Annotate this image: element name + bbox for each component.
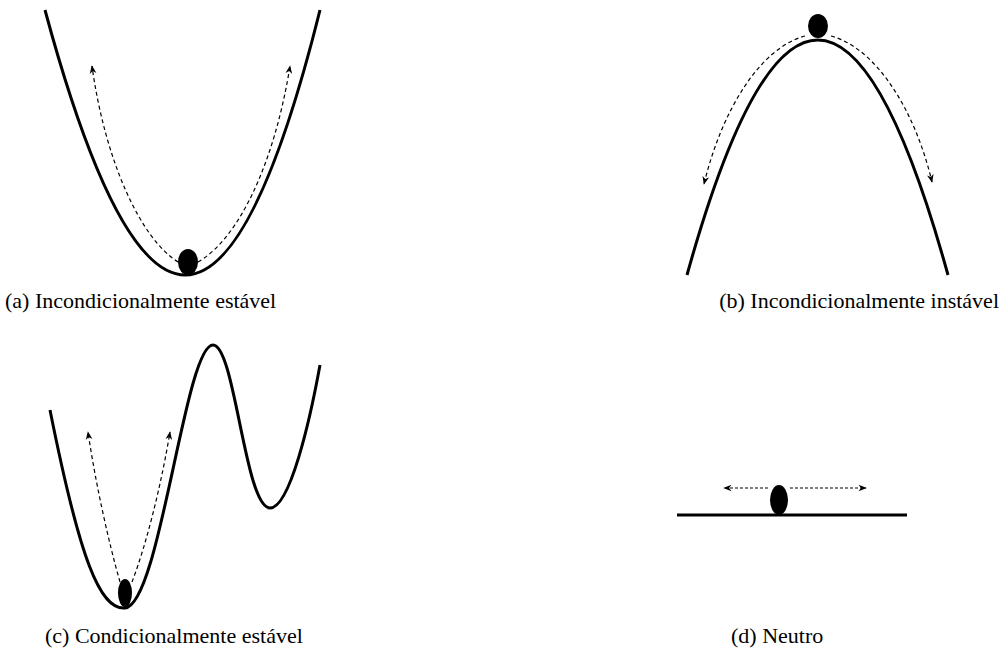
double-well-curve	[50, 345, 320, 608]
flat-line	[677, 514, 907, 517]
motion-arrow	[132, 432, 170, 582]
motion-arrow	[724, 487, 768, 488]
motion-arrow	[831, 36, 932, 182]
motion-arrow	[92, 66, 178, 262]
ball	[178, 249, 198, 275]
ball	[808, 14, 828, 38]
caption: (a) Incondicionalmente estável	[5, 288, 276, 314]
motion-arrow	[198, 66, 290, 262]
motion-arrow	[704, 36, 805, 184]
caption: (c) Condicionalmente estável	[45, 623, 303, 649]
valley-curve	[45, 10, 320, 275]
motion-arrow	[790, 487, 866, 488]
hill-curve	[687, 40, 948, 275]
motion-arrow	[88, 432, 120, 582]
caption: (d) Neutro	[731, 623, 823, 649]
ball	[770, 485, 788, 515]
caption: (b) Incondicionalmente instável	[719, 288, 999, 314]
ball	[118, 579, 132, 607]
